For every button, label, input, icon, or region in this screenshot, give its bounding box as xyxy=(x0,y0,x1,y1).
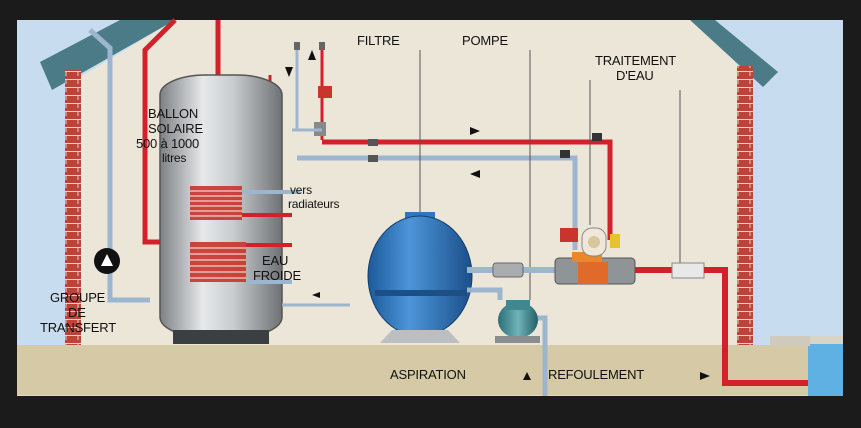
brick-pillar-right xyxy=(737,66,753,345)
pool-water xyxy=(808,338,843,396)
cold-pipe-main xyxy=(297,155,578,250)
label-traitement-2: D'EAU xyxy=(616,68,654,83)
label-ballon-1: BALLON xyxy=(148,106,198,121)
label-groupe-3: TRANSFERT xyxy=(40,320,116,335)
label-ballon-4: litres xyxy=(162,151,186,165)
label-ballon-2: SOLAIRE xyxy=(148,121,203,136)
brick-pillar-left xyxy=(65,70,81,345)
pool-pump-icon xyxy=(495,300,540,343)
sand-filter-tank-icon xyxy=(367,212,473,343)
label-aspiration: ASPIRATION xyxy=(390,367,466,382)
label-refoulement: REFOULEMENT xyxy=(548,367,644,382)
bottom-heat-exchanger-coil xyxy=(190,242,246,282)
hot-pipe-solar-supply xyxy=(142,18,177,245)
label-traitement-1: TRAITEMENT xyxy=(595,53,676,68)
label-pompe: POMPE xyxy=(462,33,508,48)
label-groupe-2: DE xyxy=(68,305,86,320)
label-radiateurs-2: radiateurs xyxy=(288,197,340,211)
water-treatment-unit-icon xyxy=(554,227,636,285)
roof-right xyxy=(690,20,778,87)
label-eau-1: EAU xyxy=(262,253,288,268)
return-pipe-to-pool xyxy=(704,267,808,386)
ground xyxy=(17,345,843,395)
circulator-pump-icon xyxy=(94,248,120,274)
label-radiateurs-1: vers xyxy=(290,183,312,197)
label-groupe-1: GROUPE xyxy=(50,290,106,305)
cold-pipe-solar-return xyxy=(88,28,150,303)
label-eau-2: FROIDE xyxy=(253,268,301,283)
label-ballon-3: 500 à 1000 xyxy=(136,136,199,151)
top-heat-exchanger-coil xyxy=(190,186,242,220)
valve-icon xyxy=(318,86,332,98)
label-filtre: FILTRE xyxy=(357,33,400,48)
hot-pipe-main xyxy=(322,139,613,240)
